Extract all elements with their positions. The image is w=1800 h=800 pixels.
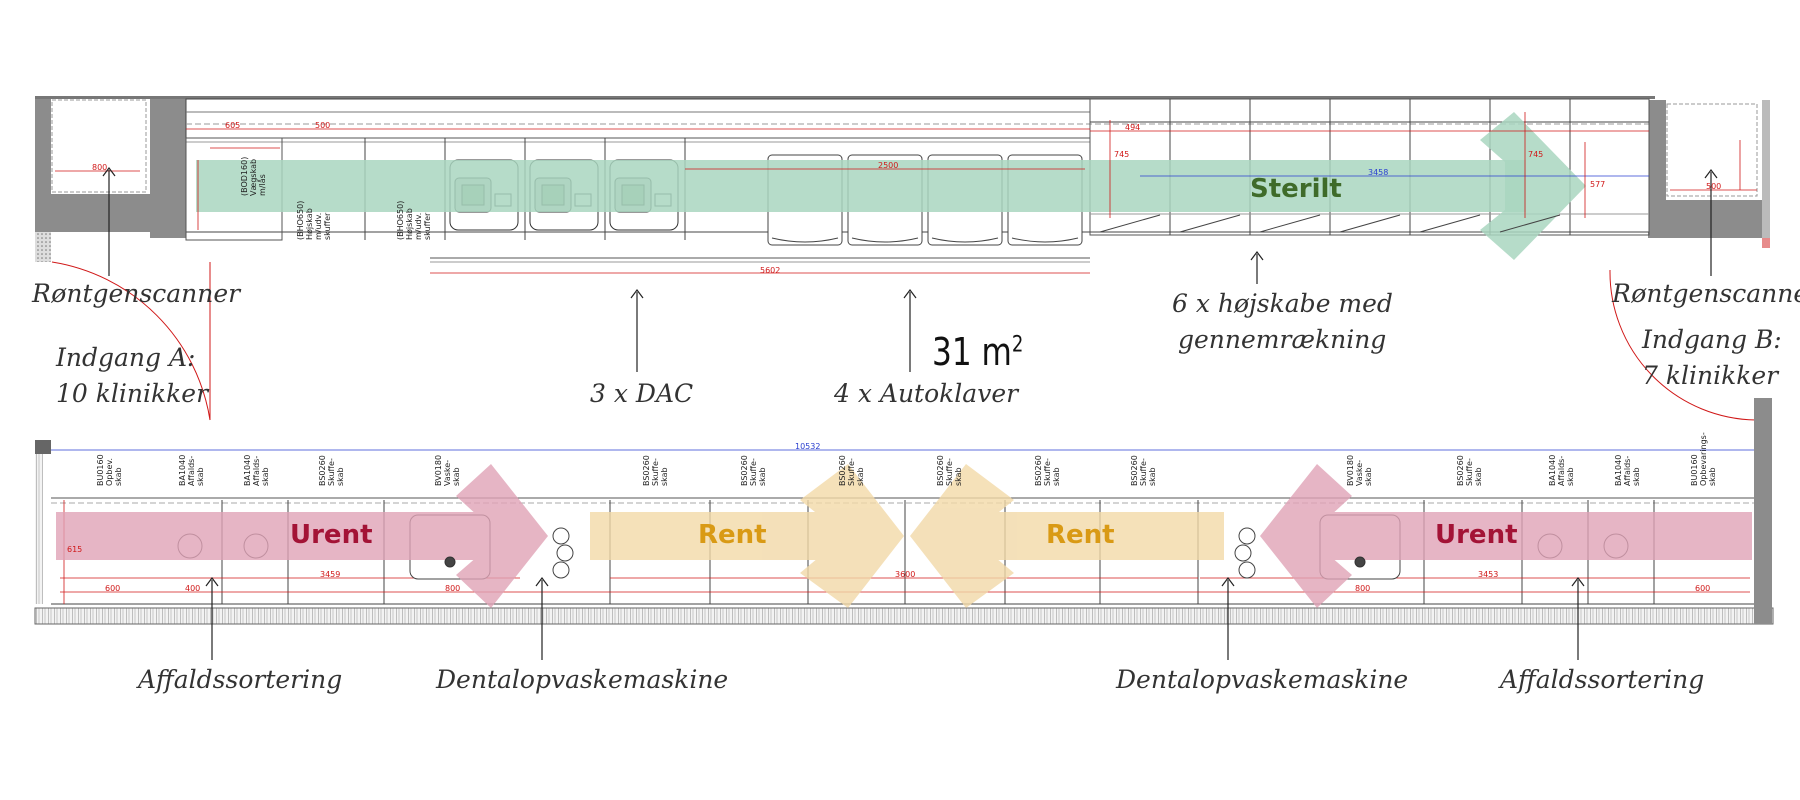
bottom-width-dimension-3: 800 bbox=[445, 584, 461, 593]
rent-dimension: 3600 bbox=[895, 570, 916, 579]
cabinet-diagonals bbox=[1099, 214, 1561, 233]
label-indgang-b-1: Indgang B: bbox=[1642, 325, 1782, 354]
label-hojskabe-2: gennemrækning bbox=[1178, 325, 1387, 354]
urent-right-zone bbox=[1260, 464, 1752, 608]
top-width-dimension-2: 500 bbox=[315, 121, 331, 130]
zone-label-urent-right: Urent bbox=[1435, 520, 1518, 550]
room-area: 31 m2 bbox=[932, 330, 1023, 374]
cabinet-label-bottom: BU0160 Opbev. skab bbox=[96, 454, 123, 486]
pointer-arrows bbox=[102, 167, 1718, 660]
dishwasher-symbols bbox=[552, 527, 1256, 579]
label-dental-right: Dentalopvaskemaskine bbox=[1116, 665, 1409, 694]
top-width-dimension-3: 494 bbox=[1125, 123, 1141, 132]
label-rontgen-right: Røntgenscanner bbox=[1612, 279, 1800, 308]
door-swings bbox=[51, 261, 1757, 421]
cabinet-label-top: (BHO650) Højskab m/udv. skuffer bbox=[296, 200, 332, 240]
top-walls bbox=[35, 96, 1770, 262]
hojskab-dimension: 577 bbox=[1590, 180, 1606, 189]
zone-label-urent-left: Urent bbox=[290, 520, 373, 550]
zone-label-rent-left: Rent bbox=[698, 520, 767, 550]
label-dac: 3 x DAC bbox=[590, 379, 694, 408]
cabinet-label-top: (BHO650) Højskab m/udv. skuffer bbox=[396, 200, 432, 240]
label-indgang-a-2: 10 klinikker bbox=[56, 379, 209, 408]
urent-left-dimension: 3459 bbox=[320, 570, 341, 579]
cabinet-label-top: (BOD160) Vægskab m/lås bbox=[240, 156, 267, 196]
cabinet-label-bottom: BS0260 Skuffe- skab bbox=[1456, 455, 1483, 486]
basin-drains bbox=[444, 556, 1366, 568]
label-affald-left: Affaldssortering bbox=[138, 665, 343, 694]
label-rontgen-left: Røntgenscanner bbox=[32, 279, 241, 308]
label-hojskabe-1: 6 x højskabe med bbox=[1172, 289, 1393, 318]
label-dental-left: Dentalopvaskemaskine bbox=[436, 665, 729, 694]
cabinet-label-bottom: BS0260 Skuffe- skab bbox=[642, 455, 669, 486]
cabinet-label-bottom: BS0260 Skuffe- skab bbox=[1034, 455, 1061, 486]
dac-dimension: 5602 bbox=[760, 266, 781, 275]
rent-right-zone bbox=[910, 464, 1224, 608]
cabinet-label-bottom: BA1040 Affalds- skab bbox=[243, 454, 270, 486]
cabinet-label-bottom: BS0260 Skuffe- skab bbox=[936, 455, 963, 486]
cabinet-label-bottom: BA1040 Affalds- skab bbox=[1614, 454, 1641, 486]
bottom-total-dimension: 10532 bbox=[795, 442, 821, 451]
cabinet-label-bottom: BV0180 Vaske- skab bbox=[1346, 454, 1373, 486]
hojskab-depth-dimension: 745 bbox=[1114, 150, 1130, 159]
bottom-walls bbox=[34, 398, 1774, 625]
hojskab-depth-dimension-2: 745 bbox=[1528, 150, 1544, 159]
autoclave-dimension: 2500 bbox=[878, 161, 899, 170]
cabinet-label-bottom: BS0260 Skuffe- skab bbox=[838, 455, 865, 486]
cabinet-label-bottom: BS0260 Skuffe- skab bbox=[740, 455, 767, 486]
cabinet-label-bottom: BS0260 Skuffe- skab bbox=[318, 455, 345, 486]
label-autoklaver: 4 x Autoklaver bbox=[834, 379, 1019, 408]
urent-left-zone bbox=[56, 464, 548, 608]
bottom-width-dimension-5: 600 bbox=[1695, 584, 1711, 593]
cabinet-label-bottom: BA1040 Affalds- skab bbox=[1548, 454, 1575, 486]
cabinet-label-bottom: BV0180 Vaske- skab bbox=[434, 454, 461, 486]
zone-label-sterilt: Sterilt bbox=[1250, 174, 1342, 204]
xray-right-dimension: 500 bbox=[1706, 182, 1722, 191]
cabinet-label-bottom: BS0260 Skuffe- skab bbox=[1130, 455, 1157, 486]
room-area-unit: 2 bbox=[1011, 332, 1024, 358]
top-width-dimension: 605 bbox=[225, 121, 241, 130]
bottom-width-dimension: 600 bbox=[105, 584, 121, 593]
bottom-depth-dimension: 615 bbox=[67, 545, 83, 554]
room-area-value: 31 m bbox=[932, 330, 1012, 374]
label-affald-right: Affaldssortering bbox=[1500, 665, 1705, 694]
label-indgang-a-1: Indgang A: bbox=[56, 343, 196, 372]
top-dimension-lines bbox=[55, 112, 1757, 274]
urent-right-dimension: 3453 bbox=[1478, 570, 1499, 579]
bottom-width-dimension-4: 800 bbox=[1355, 584, 1371, 593]
bottom-width-dimension-2: 400 bbox=[185, 584, 201, 593]
zone-label-rent-right: Rent bbox=[1046, 520, 1115, 550]
xray-left-dimension: 800 bbox=[92, 163, 108, 172]
label-indgang-b-2: 7 klinikker bbox=[1642, 361, 1779, 390]
cabinet-label-bottom: BU0160 Opbevarings- skab bbox=[1690, 432, 1717, 486]
xray-cabinets bbox=[51, 99, 1758, 197]
sterilt-dimension: 3458 bbox=[1368, 168, 1389, 177]
cabinet-label-bottom: BA1040 Affalds- skab bbox=[178, 454, 205, 486]
rent-left-zone bbox=[590, 464, 904, 608]
